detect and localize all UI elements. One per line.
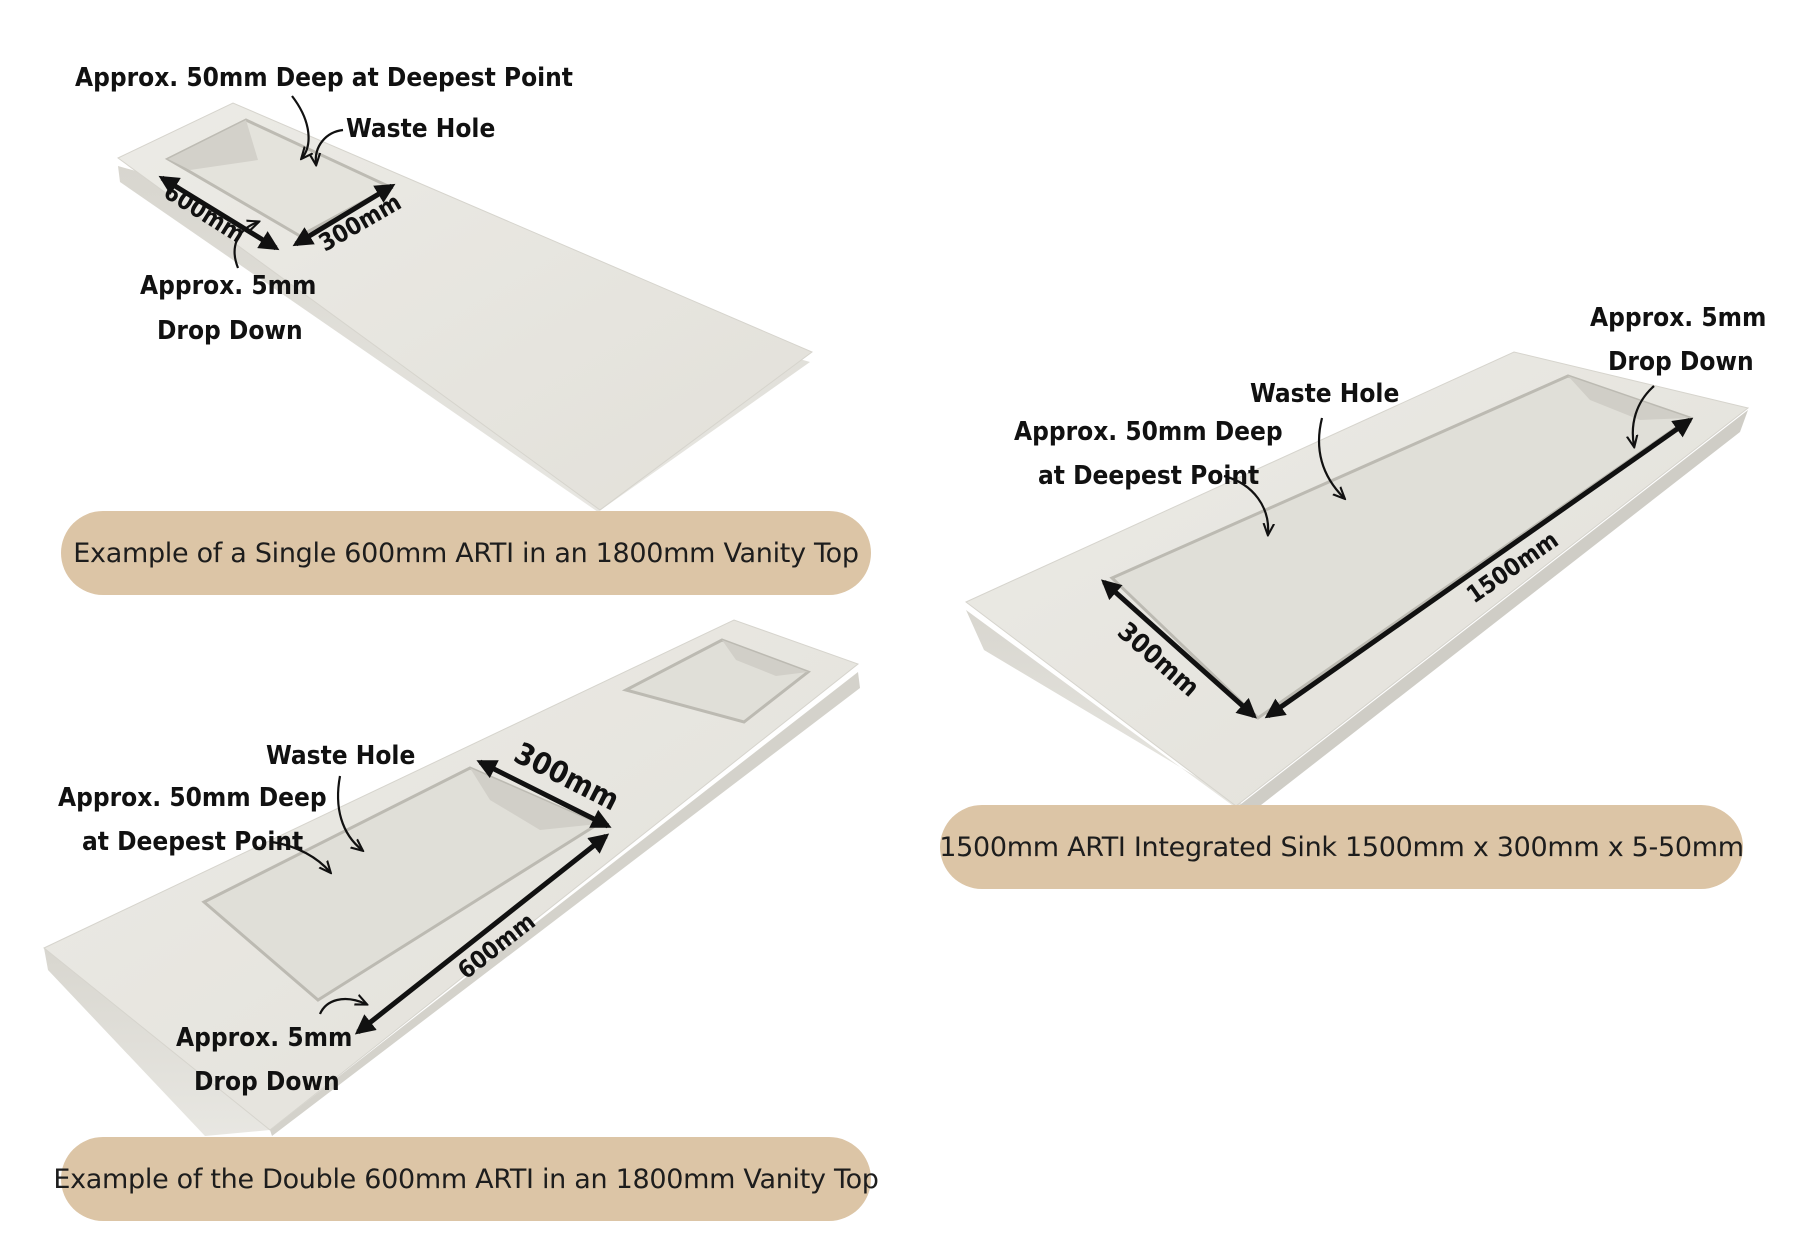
double-width-arrow xyxy=(476,759,612,829)
double-deep-pointer xyxy=(271,840,330,872)
sink1500-width-arrow xyxy=(1101,579,1257,719)
double-vanity-illustration xyxy=(43,619,860,1136)
single-length-arrow xyxy=(158,175,280,251)
single-caption: Example of a Single 600mm ARTI in an 180… xyxy=(61,511,871,595)
sink1500-length-arrow xyxy=(1264,417,1694,719)
single-vanity-illustration xyxy=(117,102,813,512)
double-label-drop2: Drop Down xyxy=(194,1067,340,1097)
sink1500-label-drop1: Approx. 5mm xyxy=(1590,303,1766,333)
single-label-waste: Waste Hole xyxy=(346,114,495,144)
single-waste-pointer xyxy=(316,128,344,164)
double-label-deep1: Approx. 50mm Deep xyxy=(58,783,327,813)
double-basin-right-ramp xyxy=(722,640,808,676)
single-width-arrow xyxy=(292,183,396,247)
double-caption: Example of the Double 600mm ARTI in an 1… xyxy=(53,1137,879,1221)
double-label-deep2: at Deepest Point xyxy=(82,827,303,857)
single-deep-pointer xyxy=(291,95,309,158)
sink1500-basin-ramp xyxy=(1568,376,1690,420)
double-label-drop1: Approx. 5mm xyxy=(176,1023,352,1053)
sink1500-caption: 1500mm ARTI Integrated Sink 1500mm x 300… xyxy=(939,805,1744,889)
double-drop-pointer xyxy=(318,999,366,1015)
single-label-drop2: Drop Down xyxy=(157,316,303,346)
single-label-drop1: Approx. 5mm xyxy=(140,271,316,301)
single-label-deep: Approx. 50mm Deep at Deepest Point xyxy=(75,63,573,93)
sink1500-label-drop2: Drop Down xyxy=(1608,347,1754,377)
single-drop-pointer xyxy=(233,222,258,269)
sink1500-label-deep1: Approx. 50mm Deep xyxy=(1014,417,1283,447)
double-label-waste: Waste Hole xyxy=(266,741,415,771)
double-slab-side xyxy=(44,948,270,1136)
sink1500-label-waste: Waste Hole xyxy=(1250,379,1399,409)
sink1500-label-deep2: at Deepest Point xyxy=(1038,461,1259,491)
single-basin-ramp xyxy=(168,120,258,170)
double-length-arrow xyxy=(354,833,610,1035)
